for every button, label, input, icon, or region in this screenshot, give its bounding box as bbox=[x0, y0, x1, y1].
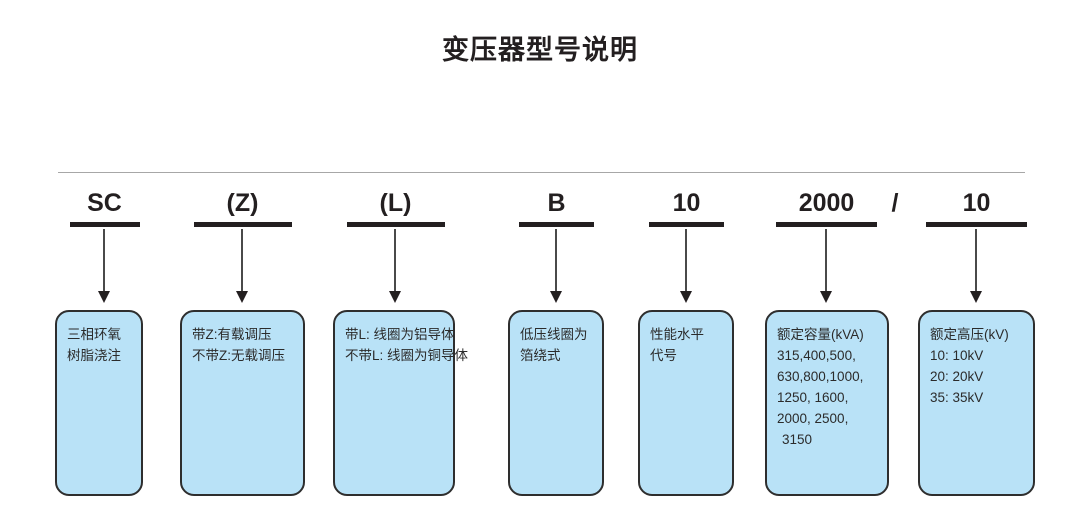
desc-line: 不带L: 线圈为铜导体 bbox=[345, 348, 469, 363]
code-separator: / bbox=[880, 188, 910, 218]
code-label-3: (L) bbox=[379, 189, 412, 217]
header-divider bbox=[58, 172, 1025, 173]
desc-box-4: 低压线圈为 箔绕式 bbox=[508, 310, 604, 496]
desc-line: 35: 35kV bbox=[930, 390, 984, 405]
desc-line: 10: 10kV bbox=[930, 348, 984, 363]
code-underline-6 bbox=[776, 222, 877, 227]
desc-line: 20: 20kV bbox=[930, 369, 984, 384]
desc-line: 630,800,1000, bbox=[777, 369, 864, 384]
desc-line: 1250, 1600, bbox=[777, 390, 849, 405]
desc-box-7: 额定高压(kV) 10: 10kV 20: 20kV 35: 35kV bbox=[918, 310, 1035, 496]
separator-label: / bbox=[891, 189, 899, 217]
code-underline-4 bbox=[519, 222, 594, 227]
arrow-1 bbox=[98, 229, 111, 303]
code-slot-7: 10 bbox=[919, 188, 1034, 227]
code-slot-1: SC bbox=[47, 188, 162, 227]
desc-line: 3150 bbox=[782, 432, 813, 447]
desc-box-3: 带L: 线圈为铝导体 不带L: 线圈为铜导体 bbox=[333, 310, 469, 496]
desc-box-2: 带Z:有载调压 不带Z:无载调压 bbox=[180, 310, 305, 496]
desc-line: 性能水平 bbox=[650, 327, 704, 342]
desc-line: 三相环氧 bbox=[67, 327, 121, 342]
code-slot-6: 2000 bbox=[763, 188, 890, 227]
desc-box-1: 三相环氧 树脂浇注 bbox=[55, 310, 143, 496]
code-slot-3: (L) bbox=[338, 188, 453, 227]
code-label-1: SC bbox=[87, 189, 122, 217]
desc-line: 额定容量(kVA) bbox=[777, 327, 864, 342]
desc-line: 不带Z:无载调压 bbox=[192, 348, 285, 363]
desc-line: 低压线圈为 bbox=[520, 327, 588, 342]
code-label-2: (Z) bbox=[226, 189, 259, 217]
code-slot-2: (Z) bbox=[185, 188, 300, 227]
code-label-4: B bbox=[547, 189, 566, 217]
arrow-3 bbox=[389, 229, 402, 303]
desc-box-6: 额定容量(kVA) 315,400,500, 630,800,1000, 125… bbox=[765, 310, 889, 496]
code-underline-5 bbox=[649, 222, 724, 227]
code-label-5: 10 bbox=[672, 189, 701, 217]
page-title: 变压器型号说明 bbox=[442, 35, 638, 65]
desc-line: 箔绕式 bbox=[520, 348, 561, 363]
code-underline-7 bbox=[926, 222, 1027, 227]
code-underline-2 bbox=[193, 222, 292, 227]
arrow-7 bbox=[970, 229, 983, 303]
desc-line: 额定高压(kV) bbox=[930, 327, 1009, 342]
code-label-7: 10 bbox=[962, 189, 991, 217]
code-underline-3 bbox=[346, 222, 445, 227]
desc-line: 带L: 线圈为铝导体 bbox=[345, 327, 455, 342]
code-underline-1 bbox=[69, 222, 140, 227]
code-label-6: 2000 bbox=[798, 189, 855, 217]
desc-line: 树脂浇注 bbox=[67, 348, 121, 363]
code-slot-4: B bbox=[499, 188, 614, 227]
desc-line: 315,400,500, bbox=[777, 348, 856, 363]
desc-box-5: 性能水平 代号 bbox=[638, 310, 734, 496]
arrow-4 bbox=[550, 229, 563, 303]
arrow-6 bbox=[820, 229, 833, 303]
desc-line: 带Z:有载调压 bbox=[192, 327, 272, 342]
arrow-2 bbox=[236, 229, 249, 303]
arrow-5 bbox=[680, 229, 693, 303]
desc-line: 2000, 2500, bbox=[777, 411, 849, 426]
desc-line: 代号 bbox=[650, 348, 677, 363]
code-slot-5: 10 bbox=[629, 188, 744, 227]
